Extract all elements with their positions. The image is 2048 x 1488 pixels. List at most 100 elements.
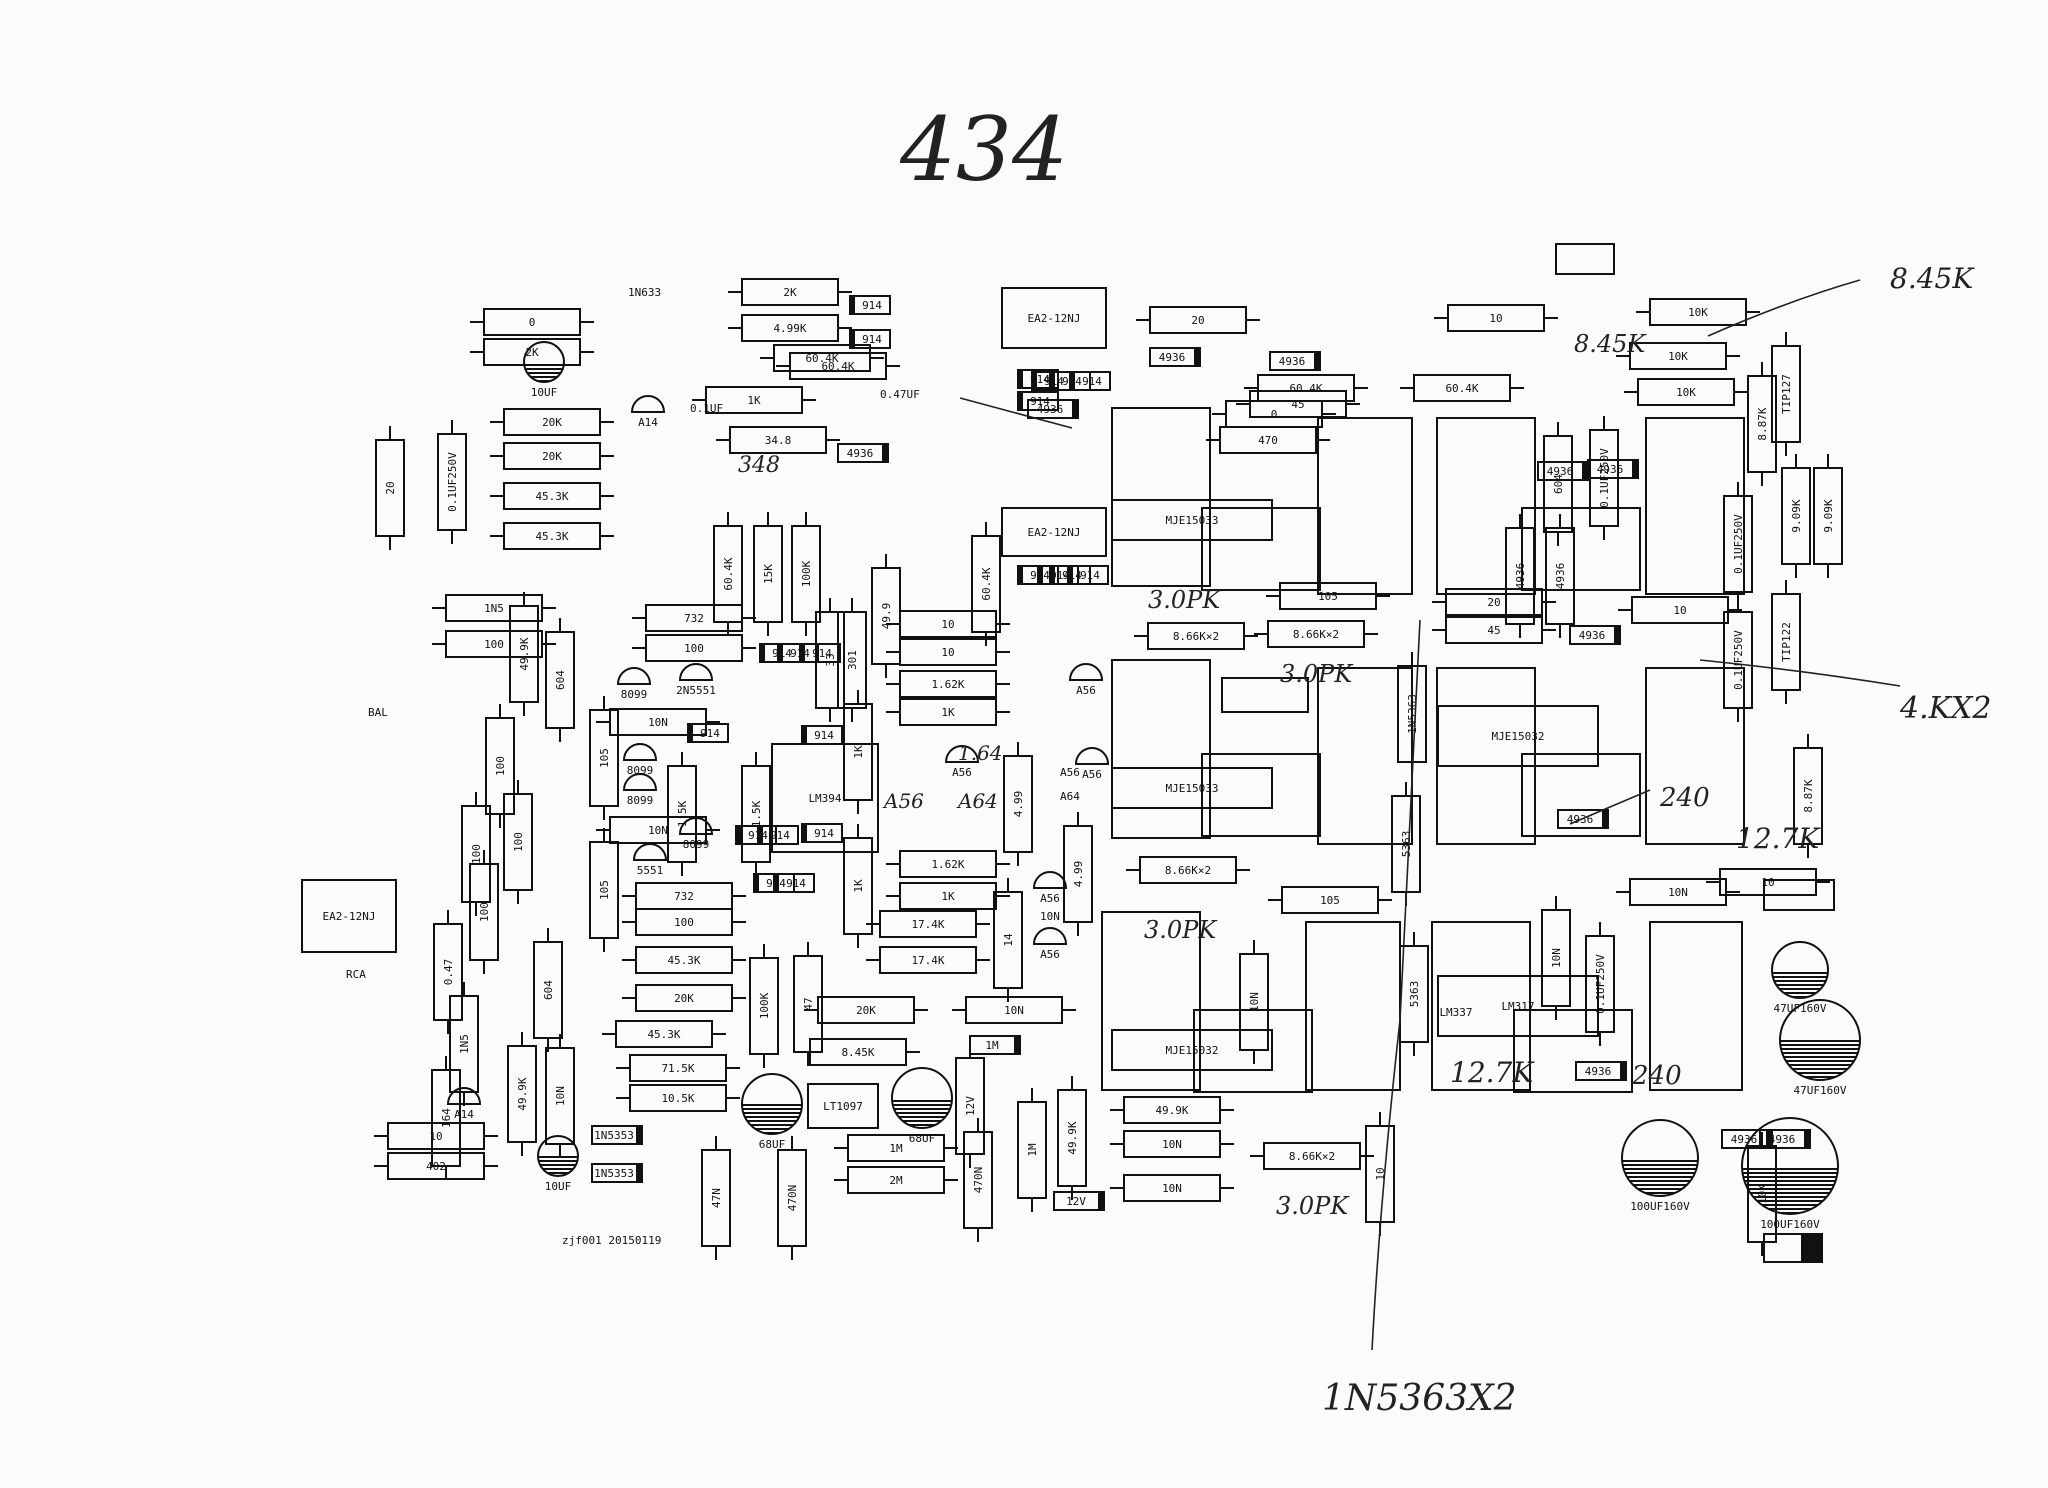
diode-label: 914: [1030, 395, 1050, 408]
resistor-value: 0.1UF250V: [1594, 954, 1607, 1014]
resistor-value: 10N: [1162, 1138, 1182, 1151]
diode-label: 914: [1082, 375, 1102, 388]
resistor-v: 49.9K: [507, 1032, 537, 1156]
resistor-v: 60.4K: [713, 512, 743, 636]
resistor-v: 47: [793, 942, 823, 1066]
ic-block-label: EA2-12NJ: [1028, 312, 1081, 325]
resistor-value: 8.45K: [841, 1046, 874, 1059]
resistor-h: 1K: [692, 386, 816, 414]
transistor: 8099: [622, 743, 658, 777]
resistor-value: 10.5K: [661, 1092, 694, 1105]
polar-capacitor: 10UF: [523, 341, 565, 399]
resistor-h: 1K: [886, 698, 1010, 726]
diode-label: 914: [814, 827, 834, 840]
diode-label: 914: [1050, 569, 1070, 582]
capacitor-label: 100UF160V: [1630, 1200, 1690, 1213]
transistor: 8099: [622, 773, 658, 807]
resistor-h: 45: [1432, 616, 1556, 644]
diode: 914: [773, 873, 815, 893]
resistor-value: 10: [941, 618, 954, 631]
resistor-value: 10N: [1162, 1182, 1182, 1195]
resistor-value: 8.66K×2: [1293, 628, 1339, 641]
device-tag: 1M: [969, 1035, 1021, 1055]
resistor-h: 4.99K: [728, 314, 852, 342]
device-tag-label: 1N5353: [594, 1167, 634, 1180]
handwritten-note: A56: [882, 789, 924, 813]
handwritten-note: 12.7K: [1736, 822, 1821, 855]
polar-capacitor: 100UF160V: [1741, 1117, 1839, 1231]
resistor-value: 100K: [800, 560, 813, 587]
resistor-value: 10N: [1248, 992, 1261, 1012]
resistor-value: TIP122: [1780, 622, 1793, 662]
resistor-h: 1K: [886, 882, 1010, 910]
resistor-h: 1N5: [432, 594, 556, 622]
resistor-v: 0.1UF250V: [1723, 598, 1753, 722]
resistor-v: 100: [485, 704, 515, 828]
resistor-h: 20K: [490, 408, 614, 436]
transistor-label: A14: [454, 1108, 474, 1121]
handwritten-note: 240: [1631, 1061, 1682, 1091]
resistor-v: 604: [533, 928, 563, 1052]
resistor-value: 71.5K: [661, 1062, 694, 1075]
resistor-value: 4.99: [1012, 791, 1025, 818]
diodes: 9149149149149149149149149149149149149149…: [687, 295, 1111, 893]
diode-label: 914: [812, 647, 832, 660]
ic-block: EA2-12NJ: [1001, 507, 1107, 557]
resistor-h: 60.4K: [776, 352, 900, 380]
resistor-h: 2M: [834, 1166, 958, 1194]
ic-block-label: LM394: [808, 792, 841, 805]
resistor-value: 1.5K: [750, 800, 763, 827]
device-tag-label: 4936: [1159, 351, 1186, 364]
resistor-v: 49.9K: [1057, 1076, 1087, 1200]
resistor-value: 470N: [972, 1167, 985, 1194]
resistor-value: 33: [824, 653, 837, 666]
diode-label: 914: [700, 727, 720, 740]
resistor-h: 60.4K: [1400, 374, 1524, 402]
resistor-value: 0: [529, 316, 536, 329]
resistor-h: 60.4K: [1244, 374, 1368, 402]
polar-capacitor: 47UF160V: [1779, 999, 1861, 1097]
resistor-value: 45: [1291, 398, 1304, 411]
resistor-h: 10K: [1624, 378, 1748, 406]
resistor-value: 105: [1318, 590, 1338, 603]
handwritten-note: 3.0PK: [1144, 916, 1218, 944]
resistor-value: 47: [802, 997, 815, 1010]
resistor-h: 10N: [596, 816, 720, 844]
ic-block: LM337: [1439, 1006, 1472, 1019]
resistor-h: 2K: [728, 278, 852, 306]
resistor-h: 34.8: [716, 426, 840, 454]
resistor-value: 4.99K: [773, 322, 806, 335]
transistor-label: 2N5551: [676, 684, 716, 697]
resistor-value: 100K: [758, 992, 771, 1019]
capacitor-label: 100UF160V: [1760, 1218, 1820, 1231]
resistor-h: 100: [632, 634, 756, 662]
resistor-value: 1K: [852, 745, 865, 759]
resistor-value: 20K: [856, 1004, 876, 1017]
resistor-v: 10N: [545, 1034, 575, 1158]
polar-capacitor: 68UF: [891, 1067, 953, 1145]
resistor-value: 0.1UF250V: [1732, 630, 1745, 690]
resistor-v: 4.99: [1003, 742, 1033, 866]
misc-label: 0.1UF: [690, 402, 723, 415]
resistor-value: 4936: [1514, 563, 1527, 590]
resistor-value: 8.66K×2: [1289, 1150, 1335, 1163]
resistor-value: 10N: [648, 824, 668, 837]
handwritten-note: 3.0PK: [1276, 1192, 1350, 1220]
device-tag: 1N5353: [591, 1125, 643, 1145]
device-tag-label: 4936: [1597, 463, 1624, 476]
device-tag: 4936: [837, 443, 889, 463]
resistor-value: 1.62K: [931, 678, 964, 691]
resistor-value: 0.1UF250V: [1732, 514, 1745, 574]
capacitor-label: 68UF: [759, 1138, 786, 1151]
resistor-value: 8.87K: [1756, 407, 1769, 440]
rca-label: RCA: [346, 968, 366, 981]
resistor-h: 732: [632, 604, 756, 632]
resistor-h: 10K: [1616, 342, 1740, 370]
device-tag-label: 4936: [847, 447, 874, 460]
resistor-h: 10N: [1110, 1174, 1234, 1202]
resistor-value: 100: [484, 638, 504, 651]
resistor-value: 10: [941, 646, 954, 659]
